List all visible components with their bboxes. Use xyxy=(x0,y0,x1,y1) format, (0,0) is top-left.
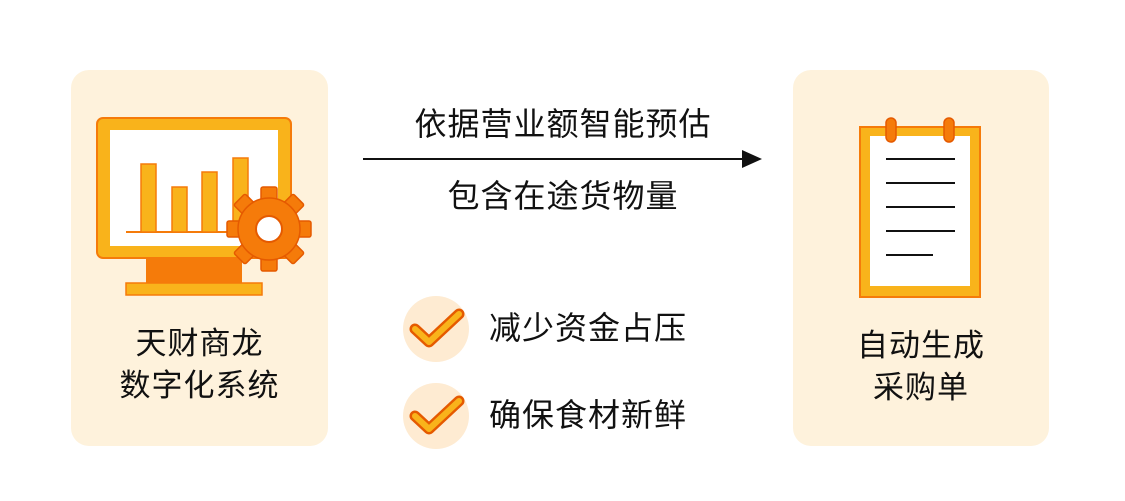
benefit-label-2: 确保食材新鲜 xyxy=(489,396,688,434)
source-title-line2: 数字化系统 xyxy=(119,368,280,404)
checkmark-icon xyxy=(403,383,469,449)
checkmark-icon xyxy=(403,296,469,362)
arrow-right-icon xyxy=(363,150,762,168)
benefit-item-2: 确保食材新鲜 xyxy=(403,383,763,449)
source-system-card: 天财商龙 数字化系统 xyxy=(71,70,328,446)
output-title-line1: 自动生成 xyxy=(857,328,985,364)
monitor-chart-gear-icon xyxy=(96,117,312,296)
clipboard-list-icon xyxy=(859,117,981,298)
flow-top-label: 依据营业额智能预估 xyxy=(414,105,712,143)
output-title-line2: 采购单 xyxy=(873,370,969,406)
output-card: 自动生成 采购单 xyxy=(793,70,1049,446)
source-title-line1: 天财商龙 xyxy=(135,326,264,362)
benefit-item-1: 减少资金占压 xyxy=(403,296,763,362)
benefit-label-1: 减少资金占压 xyxy=(489,309,688,347)
flow-bottom-label: 包含在途货物量 xyxy=(447,177,679,215)
